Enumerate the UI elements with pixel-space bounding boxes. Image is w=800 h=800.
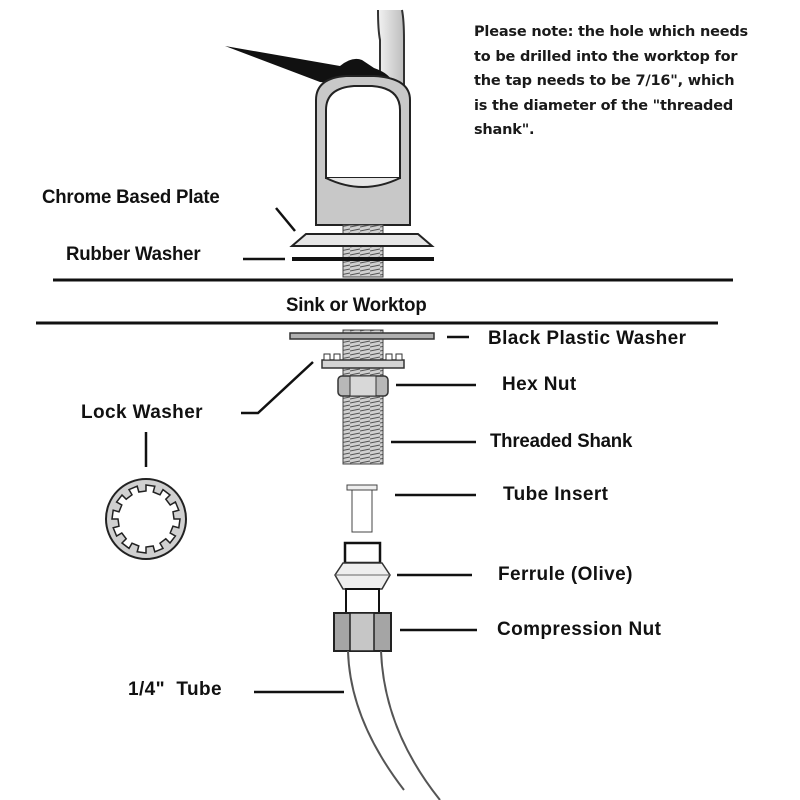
label-tube: 1/4" Tube [128, 679, 222, 700]
compression-nut [333, 612, 392, 652]
threaded-shank [342, 329, 384, 465]
label-threaded-shank: Threaded Shank [490, 431, 633, 452]
upper-threads [342, 224, 384, 278]
note-line: shank". [474, 122, 535, 138]
label-lock-washer: Lock Washer [81, 402, 203, 423]
label-sink-or-worktop: Sink or Worktop [286, 295, 427, 316]
leader-lock-washer [241, 361, 314, 415]
label-hex-nut: Hex Nut [502, 374, 577, 395]
tube [347, 650, 441, 800]
rubber-washer [292, 257, 434, 261]
lock-washer-teeth [111, 484, 181, 554]
black-plastic-washer [289, 332, 435, 340]
chrome-based-plate [289, 233, 435, 247]
label-black-plastic-washer: Black Plastic Washer [488, 328, 687, 349]
label-compression-nut: Compression Nut [497, 619, 662, 640]
note-line: to be drilled into the worktop for [474, 48, 738, 65]
leader-chrome-plate [275, 207, 296, 232]
ferrule-olive [334, 541, 391, 614]
installation-note: Please note: the hole which needs to be … [474, 20, 794, 143]
lock-washer-side [321, 353, 405, 369]
leader-lines [144, 207, 477, 694]
note-line: Please note: the hole which needs [474, 24, 748, 40]
hex-nut [337, 375, 389, 397]
note-line: the tap needs to be 7/16", which [474, 73, 735, 89]
label-chrome-based-plate: Chrome Based Plate [42, 187, 220, 208]
note-line: is the diameter of the "threaded [474, 97, 734, 114]
label-ferrule-olive: Ferrule (Olive) [498, 564, 633, 585]
label-rubber-washer: Rubber Washer [66, 244, 201, 265]
lock-washer-top-view [105, 478, 187, 560]
tube-insert [346, 484, 378, 533]
label-tube-insert: Tube Insert [503, 484, 609, 505]
tap-body [315, 75, 411, 226]
